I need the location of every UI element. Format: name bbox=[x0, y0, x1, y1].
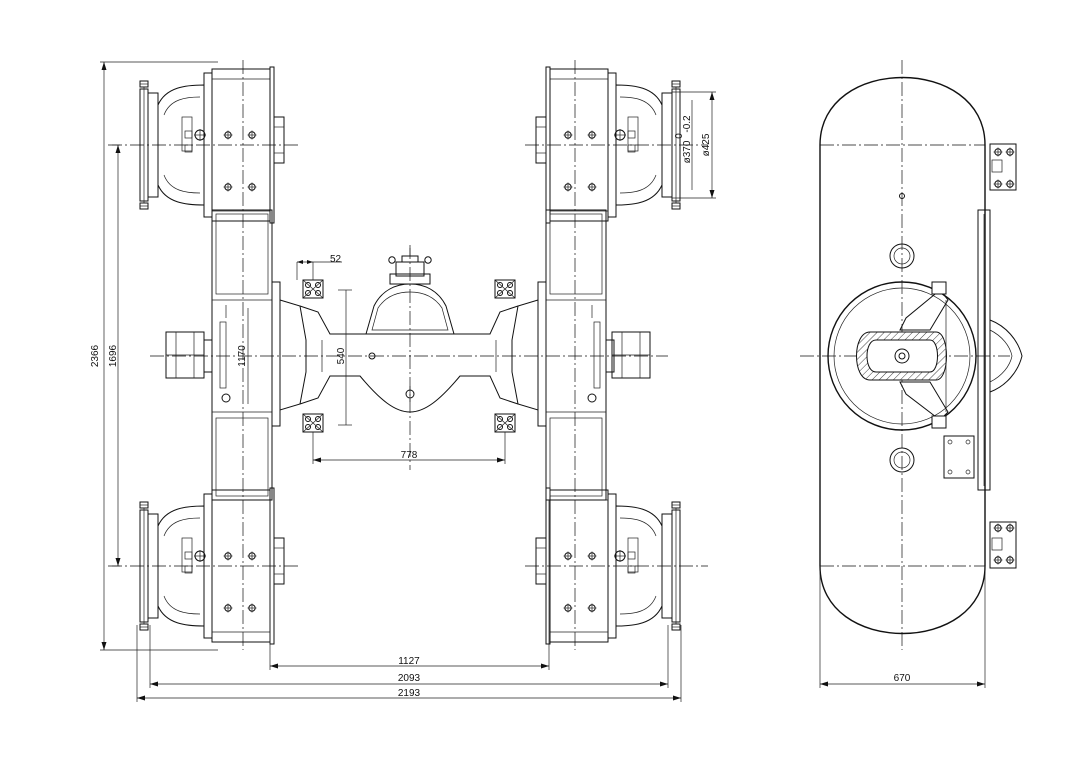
dim-370: ø370 bbox=[682, 140, 693, 163]
dim-2093: 2093 bbox=[398, 673, 421, 684]
dim-1127: 1127 bbox=[398, 656, 420, 667]
dim-425: ø425 bbox=[701, 133, 712, 156]
dim-370-tol-lower: -0.2 bbox=[682, 115, 693, 133]
dim-2193: 2193 bbox=[398, 688, 421, 699]
dim-670: 670 bbox=[894, 673, 911, 684]
end-view: 670 bbox=[800, 60, 1023, 688]
dim-52: 52 bbox=[330, 254, 342, 265]
dim-540: 540 bbox=[336, 347, 347, 364]
plan-dimensions: 2366 1696 1170 52 540 778 1127 bbox=[90, 61, 716, 702]
dim-370-tol-upper: 0 bbox=[674, 133, 685, 139]
dim-778: 778 bbox=[401, 450, 418, 461]
dim-1696: 1696 bbox=[108, 344, 119, 367]
plan-view bbox=[108, 60, 708, 650]
dim-1170: 1170 bbox=[237, 345, 248, 367]
dim-2366: 2366 bbox=[90, 344, 101, 367]
